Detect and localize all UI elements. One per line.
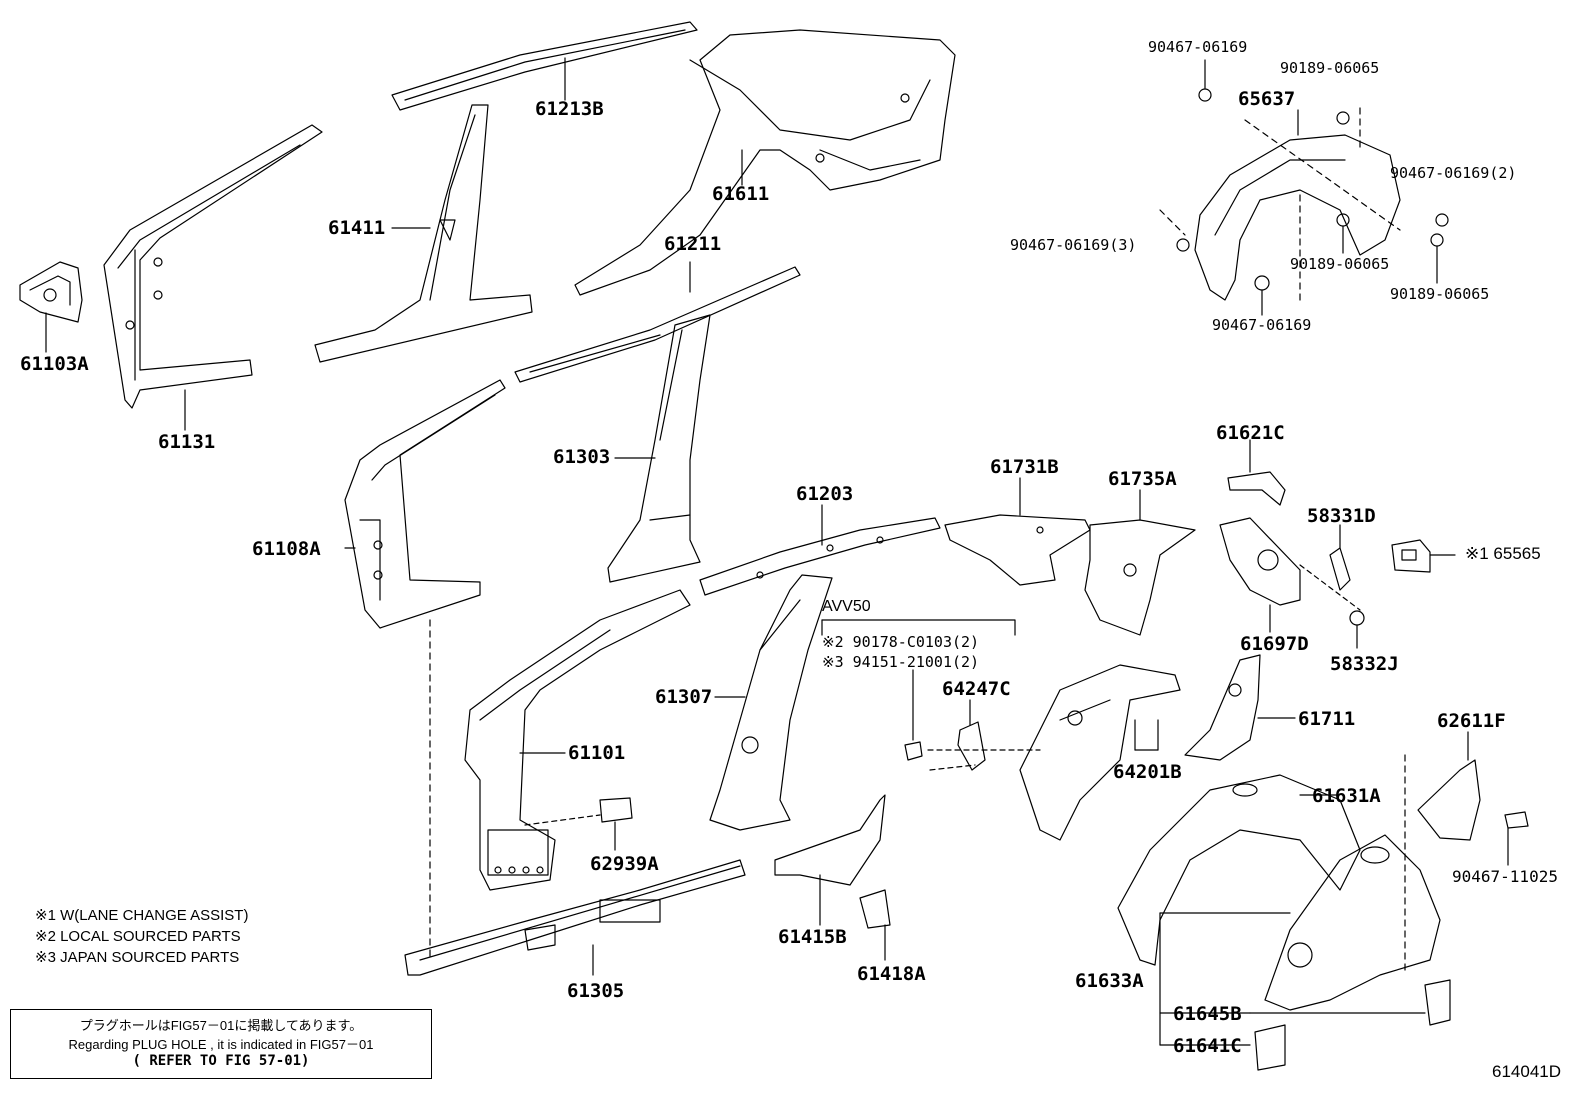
label-64247C[interactable]: 64247C [942,678,1011,700]
part-61211-drawing [514,261,801,383]
label-61307[interactable]: 61307 [655,686,713,708]
label-90467-06169-2[interactable]: 90467-06169(2) [1390,164,1517,182]
part-58331D-drawing [1299,524,1361,611]
group-note-3[interactable]: ※3 94151-21001(2) [822,653,980,671]
part-61415B-drawing [774,794,886,926]
legend-note-1: ※1 W(LANE CHANGE ASSIST) [35,907,249,924]
part-61213B-drawing [391,21,698,111]
part-61411-drawing [314,104,533,363]
label-90189-06065-right[interactable]: 90189-06065 [1390,285,1490,303]
label-58332J[interactable]: 58332J [1330,653,1399,675]
part-61203-drawing [699,504,941,596]
label-61633A[interactable]: 61633A [1075,970,1144,992]
label-61203[interactable]: 61203 [796,483,854,505]
label-61645B[interactable]: 61645B [1173,1003,1242,1025]
label-61305[interactable]: 61305 [567,980,625,1002]
refer-box: プラグホールはFIG57－01に掲載してあります。 Regarding PLUG… [10,1009,432,1079]
part-61731B-drawing [944,477,1091,586]
part-61645B-drawing [1249,979,1451,1026]
group-tag-avv50: AVV50 [822,598,871,615]
part-61641C-drawing [1254,1024,1286,1071]
label-61711[interactable]: 61711 [1298,708,1356,730]
refer-line-fig[interactable]: ( REFER TO FIG 57-01) [132,1053,310,1069]
part-61418A-drawing [859,889,891,961]
label-90189-06065-top[interactable]: 90189-06065 [1280,59,1380,77]
label-90467-06169-3[interactable]: 90467-06169(3) [1010,236,1137,254]
label-90189-06065-mid[interactable]: 90189-06065 [1290,255,1390,273]
label-61418A[interactable]: 61418A [857,963,926,985]
label-62611F[interactable]: 62611F [1437,710,1506,732]
label-61415B[interactable]: 61415B [778,926,847,948]
refer-line-jp: プラグホールはFIG57－01に掲載してあります。 [79,1018,363,1033]
part-61735A-drawing [1084,489,1196,636]
label-61621C[interactable]: 61621C [1216,422,1285,444]
part-61611-drawing [574,29,956,296]
label-65637[interactable]: 65637 [1238,88,1296,110]
label-62939A[interactable]: 62939A [590,853,659,875]
refer-line-en: Regarding PLUG HOLE , it is indicated in… [68,1037,374,1052]
legend-note-2: ※2 LOCAL SOURCED PARTS [35,928,241,945]
label-65565[interactable]: ※1 65565 [1465,544,1541,563]
label-61611[interactable]: 61611 [712,183,770,205]
part-61305-drawing [404,859,746,976]
label-58331D[interactable]: 58331D [1307,505,1376,527]
legend-note-3: ※3 JAPAN SOURCED PARTS [35,949,240,966]
part-58332J-drawing [1349,610,1365,649]
part-61307-drawing [709,574,833,831]
part-61108A-drawing [344,379,506,961]
label-90467-06169-top[interactable]: 90467-06169 [1148,38,1248,56]
part-61631A-drawing [1117,774,1361,966]
part-wheelhouse-inner-drawing [1159,834,1441,1046]
part-62611F-drawing [1404,731,1529,976]
part-64201B-drawing [1019,664,1181,841]
label-61108A[interactable]: 61108A [252,538,321,560]
label-61303[interactable]: 61303 [553,446,611,468]
label-90467-11025[interactable]: 90467-11025 [1452,867,1558,886]
label-61211[interactable]: 61211 [664,233,722,255]
label-61697D[interactable]: 61697D [1240,633,1309,655]
label-61131[interactable]: 61131 [158,431,216,453]
group-note-2[interactable]: ※2 90178-C0103(2) [822,633,980,651]
label-61101[interactable]: 61101 [568,742,626,764]
part-61711-drawing [1184,654,1296,761]
part-61303-drawing [607,314,711,583]
part-61131-drawing [103,124,323,431]
label-61213B[interactable]: 61213B [535,98,604,120]
part-61101-drawing [464,589,691,891]
label-61641C[interactable]: 61641C [1173,1035,1242,1057]
label-61731B[interactable]: 61731B [990,456,1059,478]
label-61735A[interactable]: 61735A [1108,468,1177,490]
label-61411[interactable]: 61411 [328,217,386,239]
label-64201B[interactable]: 64201B [1113,761,1182,783]
label-61103A[interactable]: 61103A [20,353,89,375]
part-65565-drawing [1391,539,1456,573]
part-61697D-drawing [1219,517,1301,633]
part-65637-drawing [1159,59,1449,316]
part-62939A-drawing [599,797,633,851]
label-61631A[interactable]: 61631A [1312,785,1381,807]
part-64247C-drawing [904,669,1041,771]
part-61103A-drawing [19,261,83,353]
avv50-bracket [821,619,1016,636]
part-61621C-drawing [1227,439,1286,506]
label-90467-06169-bottom[interactable]: 90467-06169 [1212,316,1312,334]
figure-code: 614041D [1492,1062,1562,1081]
